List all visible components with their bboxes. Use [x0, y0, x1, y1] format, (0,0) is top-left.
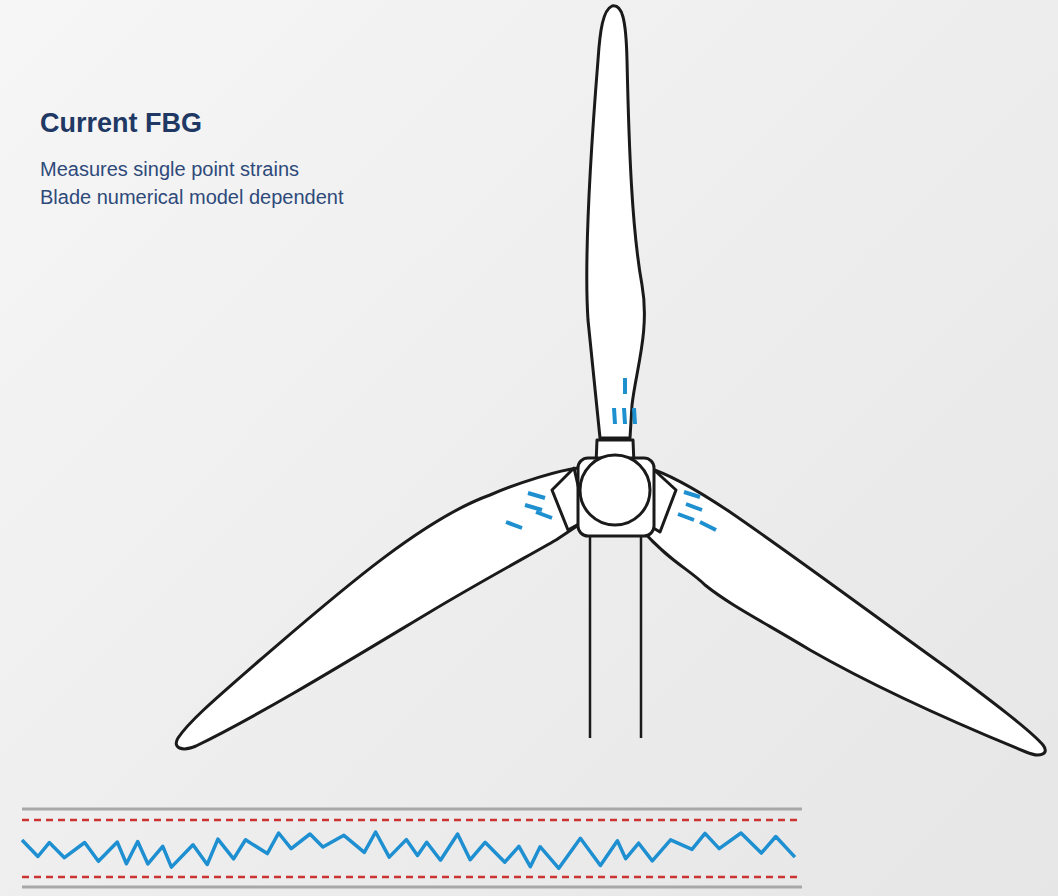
blade	[587, 6, 645, 438]
blade	[642, 468, 1045, 755]
fbg-sensor-marks	[506, 378, 716, 530]
note-text: Measures single point strains	[40, 158, 299, 181]
heading: Current FBG	[40, 108, 202, 139]
hub	[580, 455, 650, 525]
blade	[176, 468, 586, 749]
strain-chart	[22, 809, 802, 887]
tower-line	[589, 535, 592, 738]
note-text: Blade numerical model dependent	[40, 186, 344, 209]
tower-line	[640, 535, 643, 738]
